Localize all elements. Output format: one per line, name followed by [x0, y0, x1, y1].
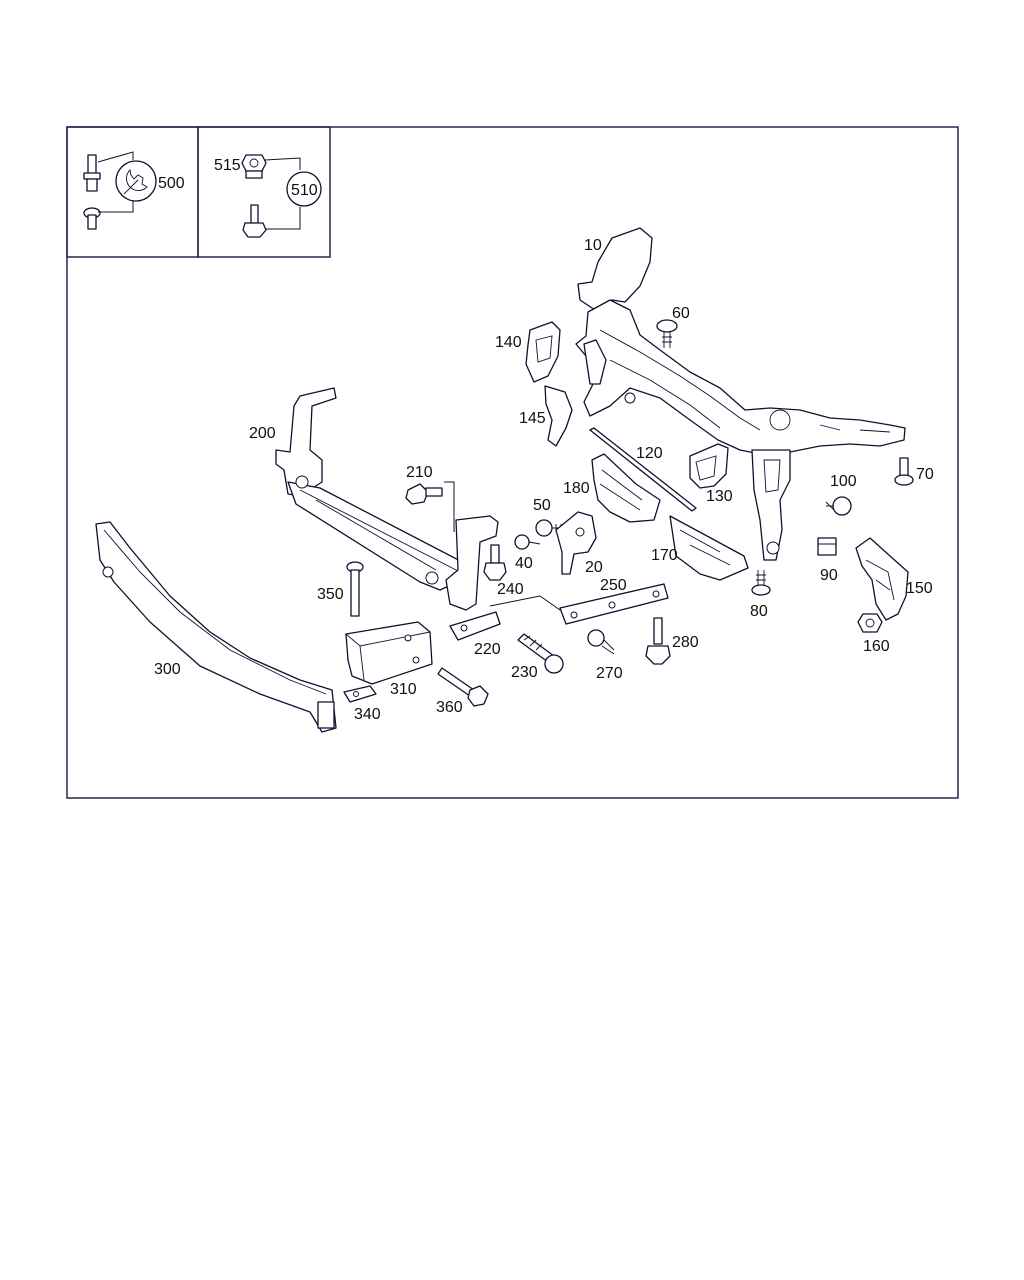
callout-515: 515	[214, 157, 241, 174]
part-150-bracket	[855, 537, 909, 621]
kit-510-parts	[241, 154, 322, 238]
callout-310: 310	[390, 681, 417, 698]
callout-230: 230	[511, 664, 538, 681]
part-160-nut	[857, 613, 883, 633]
part-140-bracket	[525, 321, 561, 383]
callout-240: 240	[497, 581, 524, 598]
callout-280: 280	[672, 634, 699, 651]
callout-150: 150	[906, 580, 933, 597]
kit-500-parts	[83, 151, 157, 230]
callout-180: 180	[563, 480, 590, 497]
callout-70: 70	[916, 466, 934, 483]
part-230-bolt	[517, 633, 564, 674]
callout-160: 160	[863, 638, 890, 655]
part-200-crossmember	[275, 387, 499, 611]
part-60-screw	[656, 319, 678, 348]
callout-20: 20	[585, 559, 603, 576]
part-310-bracket	[345, 621, 433, 685]
part-360-bolt	[437, 667, 489, 707]
diagram-frame	[66, 126, 959, 799]
part-300-bumper-beam	[95, 521, 337, 733]
part-240-nut	[483, 544, 507, 581]
part-145-bracket	[544, 385, 573, 447]
part-90-clip	[817, 537, 837, 556]
callout-100: 100	[830, 473, 857, 490]
part-270-screw	[587, 629, 615, 655]
callout-300: 300	[154, 661, 181, 678]
callout-10: 10	[584, 237, 602, 254]
callout-80: 80	[750, 603, 768, 620]
callout-510: 510	[291, 182, 318, 199]
callout-170: 170	[651, 547, 678, 564]
part-210-bolt	[405, 481, 455, 532]
callout-220: 220	[474, 641, 501, 658]
callout-350: 350	[317, 586, 344, 603]
callout-40: 40	[515, 555, 533, 572]
part-220-spacer	[449, 611, 501, 641]
callout-130: 130	[706, 488, 733, 505]
part-180-air-guide	[591, 453, 661, 523]
callout-210: 210	[406, 464, 433, 481]
kit-510-bolt	[242, 204, 267, 238]
part-130-bracket	[689, 443, 729, 489]
callout-50: 50	[533, 497, 551, 514]
part-50-screw	[535, 519, 566, 537]
part-80-screw	[751, 570, 771, 596]
part-70-screw	[894, 457, 914, 486]
callout-120: 120	[636, 445, 663, 462]
callout-340: 340	[354, 706, 381, 723]
kit-500-washer	[83, 207, 101, 230]
callout-250: 250	[600, 577, 627, 594]
kit-510-nut	[241, 154, 267, 179]
part-280-screw	[645, 617, 671, 665]
callout-140: 140	[495, 334, 522, 351]
part-350-bolt	[346, 561, 364, 617]
part-250-plate	[489, 583, 669, 625]
callout-145: 145	[519, 410, 546, 427]
part-170-air-guide	[669, 515, 749, 581]
part-40-screw	[514, 534, 541, 550]
callout-500: 500	[158, 175, 185, 192]
part-340-plate	[343, 685, 377, 703]
part-10-radiator-support	[575, 227, 906, 561]
part-100-screw	[825, 496, 852, 516]
kit-box-510	[197, 126, 331, 258]
callout-60: 60	[672, 305, 690, 322]
circled-number-icon	[286, 171, 322, 207]
callout-90: 90	[820, 567, 838, 584]
part-120-seal-strip	[589, 427, 697, 512]
part-20-bracket	[555, 511, 597, 575]
kit-500-bolt	[83, 154, 101, 192]
callouts: 500 515 510 10 60 140 145 120 200 210 18…	[154, 157, 934, 723]
callout-360: 360	[436, 699, 463, 716]
wrench-icon	[115, 160, 157, 202]
callout-270: 270	[596, 665, 623, 682]
callout-200: 200	[249, 425, 276, 442]
